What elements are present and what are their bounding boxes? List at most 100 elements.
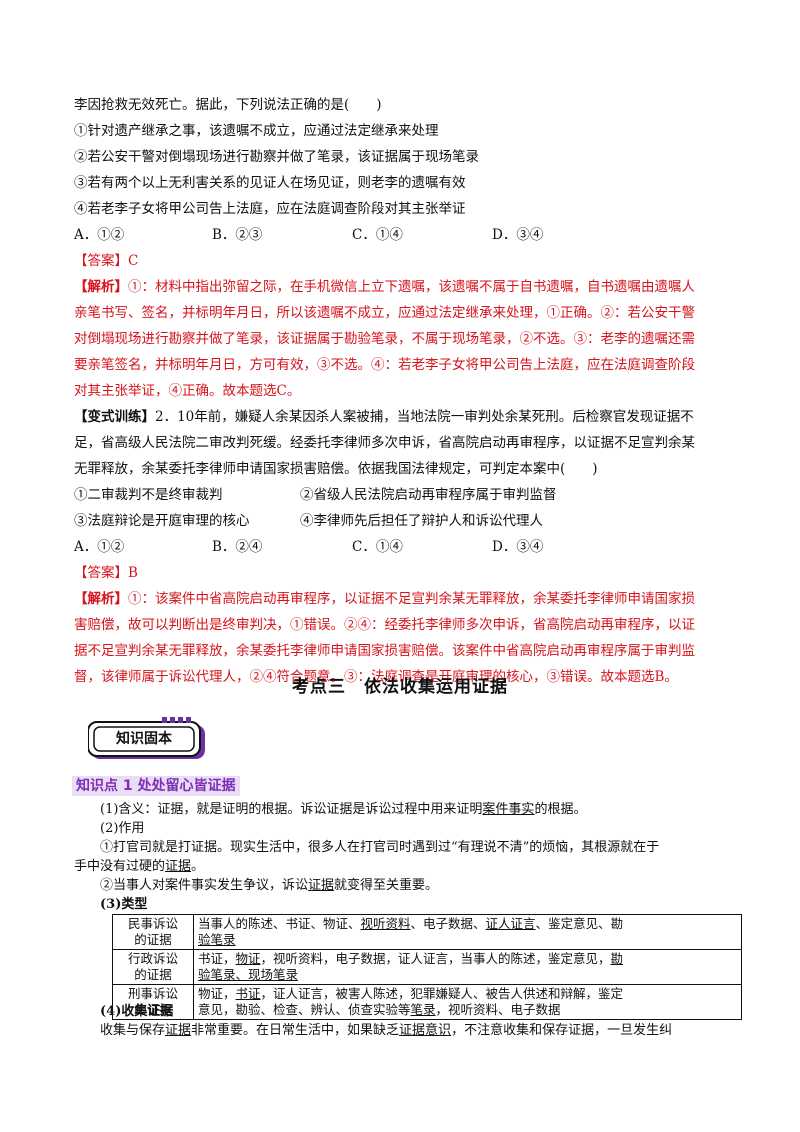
q1-analysis: 【解析】①：材料中指出弥留之际，在手机微信上立下遗嘱，该遗嘱不属于自书遗嘱，自书…: [74, 274, 738, 404]
kp1-collect: 收集与保存证据非常重要。在日常生活中，如果缺乏证据意识，不注意收集和保存证据，一…: [100, 1021, 740, 1040]
kp1-title: 知识点 1 处处留心皆证据: [72, 776, 240, 796]
q1-stem-tail: 李因抢救无效死亡。据此，下列说法正确的是( ): [74, 97, 382, 113]
q2-items-row-1: ①二审裁判不是终审裁判 ②省级人民法院启动再审程序属于审判监督: [74, 482, 738, 508]
evidence-types-table: 民事诉讼的证据 当事人的陈述、书证、物证、视听资料、电子数据、证人证言、鉴定意见…: [112, 914, 742, 1020]
analysis-text: ①：该案件中省高院启动再审程序，以证据不足宣判余某无罪释放，余某委托李律师申请国…: [128, 591, 695, 607]
cell-underlined: 视听资料: [360, 916, 411, 931]
q1-item-4: ④若老李子女将甲公司告上法庭，应在法庭调查阶段对其主张举证: [74, 201, 466, 217]
q2-items-row-2: ③法庭辩论是开庭审理的核心 ④李律师先后担任了辩护人和诉讼代理人: [74, 508, 738, 534]
q1-item-1: ①针对遗产继承之事，该遗嘱不成立，应通过法定继承来处理: [74, 123, 439, 139]
q1-option-a: A．①②: [74, 227, 125, 243]
q2-stem: 【变式训练】2．10年前，嫌疑人余某因杀人案被捕，当地法院一审判处余某死刑。后检…: [74, 404, 738, 482]
q2-item-2: ②省级人民法院启动再审程序属于审判监督: [300, 487, 557, 503]
table-head-cell: 民事诉讼的证据: [112, 914, 194, 950]
q2-stem-line: 足，省高级人民法院二审改判死缓。经委托李律师多次申诉，省高院启动再审程序，以证据…: [74, 435, 695, 451]
function-1-underlined: 证据: [165, 859, 192, 874]
analysis-line: 【解析】①：材料中指出弥留之际，在手机微信上立下遗嘱，该遗嘱不属于自书遗嘱，自书…: [74, 274, 738, 300]
q1-answer: 【答案】C: [74, 248, 738, 274]
q1-options: A．①② B．②③ C．①④ D．③④: [74, 222, 738, 248]
collect-line: 收集与保存证据非常重要。在日常生活中，如果缺乏证据意识，不注意收集和保存证据，一…: [100, 1021, 740, 1040]
collect-text: 非常重要。在日常生活中，如果缺乏: [191, 1023, 400, 1038]
head-line: 刑事诉讼: [127, 986, 178, 1001]
q2-analysis: 【解析】①：该案件中省高院启动再审程序，以证据不足宣判余某无罪释放，余某委托李律…: [74, 586, 738, 690]
analysis-line: 对倒塌现场进行勘察并做了笔录，该证据属于勘验笔录，不属于现场笔录，②不选。③：老…: [74, 331, 695, 347]
meaning-line: (1)含义：证据，就是证明的根据。诉讼证据是诉讼过程中用来证明案件事实的根据。: [100, 800, 740, 819]
section-title: 考点三 依法收集运用证据: [292, 677, 508, 697]
table-row: 行政诉讼的证据 书证，物证，视听资料，电子数据，证人证言，当事人的陈述，鉴定意见…: [112, 949, 742, 985]
function-2-underlined: 证据: [308, 878, 335, 893]
answer-value: B: [128, 565, 138, 581]
q1-option-c: C．①④: [352, 227, 403, 243]
cell-underlined: 证人证言: [485, 916, 536, 931]
kp1-meaning: (1)含义：证据，就是证明的根据。诉讼证据是诉讼过程中用来证明案件事实的根据。: [100, 800, 740, 819]
cell-text: 当事人的陈述、书证、物证、: [198, 916, 361, 931]
q2-stem-line: 【变式训练】2．10年前，嫌疑人余某因杀人案被捕，当地法院一审判处余某死刑。后检…: [74, 404, 738, 430]
meaning-underlined: 案件事实: [482, 802, 535, 817]
analysis-label: 【解析】: [74, 591, 128, 607]
q2-options: A．①② B．②④ C．①④ D．③④: [74, 534, 738, 560]
meaning-text-end: 的根据。: [534, 802, 587, 817]
cell-text: 物证，: [198, 986, 236, 1001]
kp1-types-title: (3)类型: [100, 897, 148, 912]
cell-text: ，视听资料、电子数据: [435, 1002, 561, 1017]
analysis-line: 【解析】①：该案件中省高院启动再审程序，以证据不足宣判余某无罪释放，余某委托李律…: [74, 586, 738, 612]
q1-option-b: B．②③: [212, 227, 263, 243]
cell-underlined: 验笔录: [198, 932, 236, 947]
cell-underlined: 物证: [235, 951, 261, 966]
q2-label: 【变式训练】: [74, 409, 155, 425]
cell-line: 验笔录、现场笔录: [198, 967, 737, 983]
collect-text: ，不注意收集和保存证据，一旦发生纠: [451, 1023, 673, 1038]
analysis-line: 对其主张举证，④正确。故本题选C。: [74, 383, 301, 399]
function-1-end: 。: [191, 859, 205, 874]
function-2-text: ②当事人对案件事实发生争议，诉讼: [100, 878, 309, 893]
q2-option-a: A．①②: [74, 539, 125, 555]
function-2-end: 就变得至关重要。: [334, 878, 439, 893]
analysis-line: 据不足宣判余某无罪释放，余某委托李律师申请国家损害赔偿。该案件中省高院启动再审程…: [74, 643, 695, 659]
q2-stem-line: 无罪释放，余某委托李律师申请国家损害赔偿。依据我国法律规定，可判定本案中( ): [74, 461, 598, 477]
cell-underlined: 书证: [235, 986, 261, 1001]
cell-text: 意见，勘验、检查、辨认、侦查实验等: [198, 1002, 411, 1017]
head-line: 民事诉讼: [127, 916, 178, 931]
cell-underlined: 笔录: [410, 1002, 436, 1017]
function-1-line: ①打官司就是打证据。现实生活中，很多人在打官司时遇到过“有理说不清”的烦恼，其根…: [100, 840, 660, 855]
answer-value: C: [128, 253, 139, 269]
cell-underlined: 勘: [610, 951, 624, 966]
cell-text: 书证，: [198, 951, 236, 966]
q2-item-1: ①二审裁判不是终审裁判: [74, 487, 223, 503]
cell-text: ，视听资料，电子数据，证人证言，当事人的陈述，鉴定意见，: [260, 951, 611, 966]
q1-option-d: D．③④: [492, 227, 544, 243]
q2-item-4: ④李律师先后担任了辩护人和诉讼代理人: [300, 513, 543, 529]
table-head-cell: 行政诉讼的证据: [112, 949, 194, 985]
q2-item-3: ③法庭辩论是开庭审理的核心: [74, 513, 250, 529]
knowledge-badge: 知识固本: [87, 716, 210, 762]
analysis-line: 督，该律师属于诉讼代理人，②④符合题意。③：法庭调查是开庭审理的核心，③错误。故…: [74, 669, 678, 685]
head-line: 的证据: [134, 932, 172, 947]
answer-label: 【答案】: [74, 565, 128, 581]
collect-underlined: 证据意识: [399, 1023, 452, 1038]
analysis-line: 亲笔书写、签名，并标明年月日，所以该遗嘱不成立，应通过法定继承来处理，①正确。②…: [74, 305, 695, 321]
analysis-line: 要亲笔签名，并标明年月日，方可有效，③不选。④：若老李子女将甲公司告上法庭，应在…: [74, 357, 695, 373]
q2-stem-text: 2．10年前，嫌疑人余某因杀人案被捕，当地法院一审判处余某死刑。后检察官发现证据…: [155, 409, 694, 425]
cell-text: ，证人证言，被害人陈述，犯罪嫌疑人、被告人供述和辩解，鉴定: [260, 986, 624, 1001]
cell-underlined: 验笔录、现场笔录: [198, 967, 299, 982]
table-cell: 当事人的陈述、书证、物证、视听资料、电子数据、证人证言、鉴定意见、勘 验笔录: [193, 914, 742, 950]
q1-item-3: ③若有两个以上无利害关系的见证人在场见证，则老李的遗嘱有效: [74, 175, 466, 191]
q2-option-c: C．①④: [352, 539, 403, 555]
table-row: 民事诉讼的证据 当事人的陈述、书证、物证、视听资料、电子数据、证人证言、鉴定意见…: [112, 914, 742, 950]
kp1-function-title: (2)作用: [100, 821, 145, 836]
function-1-text: 手中没有过硬的: [74, 859, 166, 874]
cell-line: 验笔录: [198, 932, 737, 948]
meaning-text: (1)含义：证据，就是证明的根据。诉讼证据是诉讼过程中用来证明: [100, 802, 483, 817]
kp1-collect-title: (4)收集证据: [100, 1004, 174, 1019]
kp1-function-2: ②当事人对案件事实发生争议，诉讼证据就变得至关重要。: [100, 876, 740, 895]
function-1-cont-line: 手中没有过硬的证据。: [74, 857, 738, 876]
table-cell: 书证，物证，视听资料，电子数据，证人证言，当事人的陈述，鉴定意见，勘 验笔录、现…: [193, 949, 742, 985]
table-row: 刑事诉讼的证据 物证，书证，证人证言，被害人陈述，犯罪嫌疑人、被告人供述和辩解，…: [112, 984, 742, 1020]
cell-line: 书证，物证，视听资料，电子数据，证人证言，当事人的陈述，鉴定意见，勘: [198, 951, 737, 967]
q2-option-d: D．③④: [492, 539, 544, 555]
cell-text: 、鉴定意见、勘: [535, 916, 624, 931]
cell-line: 物证，书证，证人证言，被害人陈述，犯罪嫌疑人、被告人供述和辩解，鉴定: [198, 986, 737, 1002]
cell-line: 意见，勘验、检查、辨认、侦查实验等笔录，视听资料、电子数据: [198, 1002, 737, 1018]
cell-text: 、电子数据、: [410, 916, 486, 931]
head-line: 的证据: [134, 967, 172, 982]
